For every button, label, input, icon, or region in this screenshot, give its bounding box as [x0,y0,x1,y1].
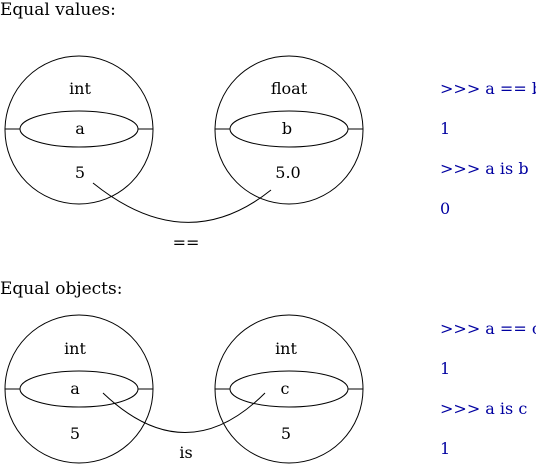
relation-label: == [173,233,200,252]
relation-label: is [179,443,192,462]
type-label: int [69,79,91,98]
value-label: 5 [281,424,291,443]
console-line: >>> a is c [440,399,528,418]
console-line: 1 [440,439,451,458]
object-circle [214,55,364,205]
object-left-2: int a 5 [4,314,154,464]
variable-name: b [282,119,292,138]
console-line: 1 [440,359,451,378]
variable-name: a [75,119,85,138]
type-label: int [64,339,86,358]
identity-arc [102,392,266,433]
section-title: Equal objects: [0,279,123,299]
variable-name: c [281,379,290,398]
value-label: 5 [75,163,85,182]
object-left-1: int a 5 [4,55,154,205]
name-ellipse [229,110,349,148]
type-label: int [275,339,297,358]
value-label: 5.0 [275,163,300,182]
value-label: 5 [70,424,80,443]
console-line: 1 [440,119,451,138]
name-ellipse [229,370,349,408]
name-ellipse [19,370,139,408]
type-label: float [271,79,308,98]
name-ellipse [19,110,139,148]
object-right-1: float b 5.0 [214,55,364,205]
equality-arc [92,182,272,223]
console-line: >>> a == c [440,319,536,338]
variable-name: a [70,379,80,398]
section-title: Equal values: [0,0,116,20]
object-right-2: int c 5 [214,314,364,464]
console-line: 0 [440,199,451,218]
console-line: >>> a == b [440,79,536,98]
object-circle [4,55,154,205]
console-line: >>> a is b [440,159,529,178]
